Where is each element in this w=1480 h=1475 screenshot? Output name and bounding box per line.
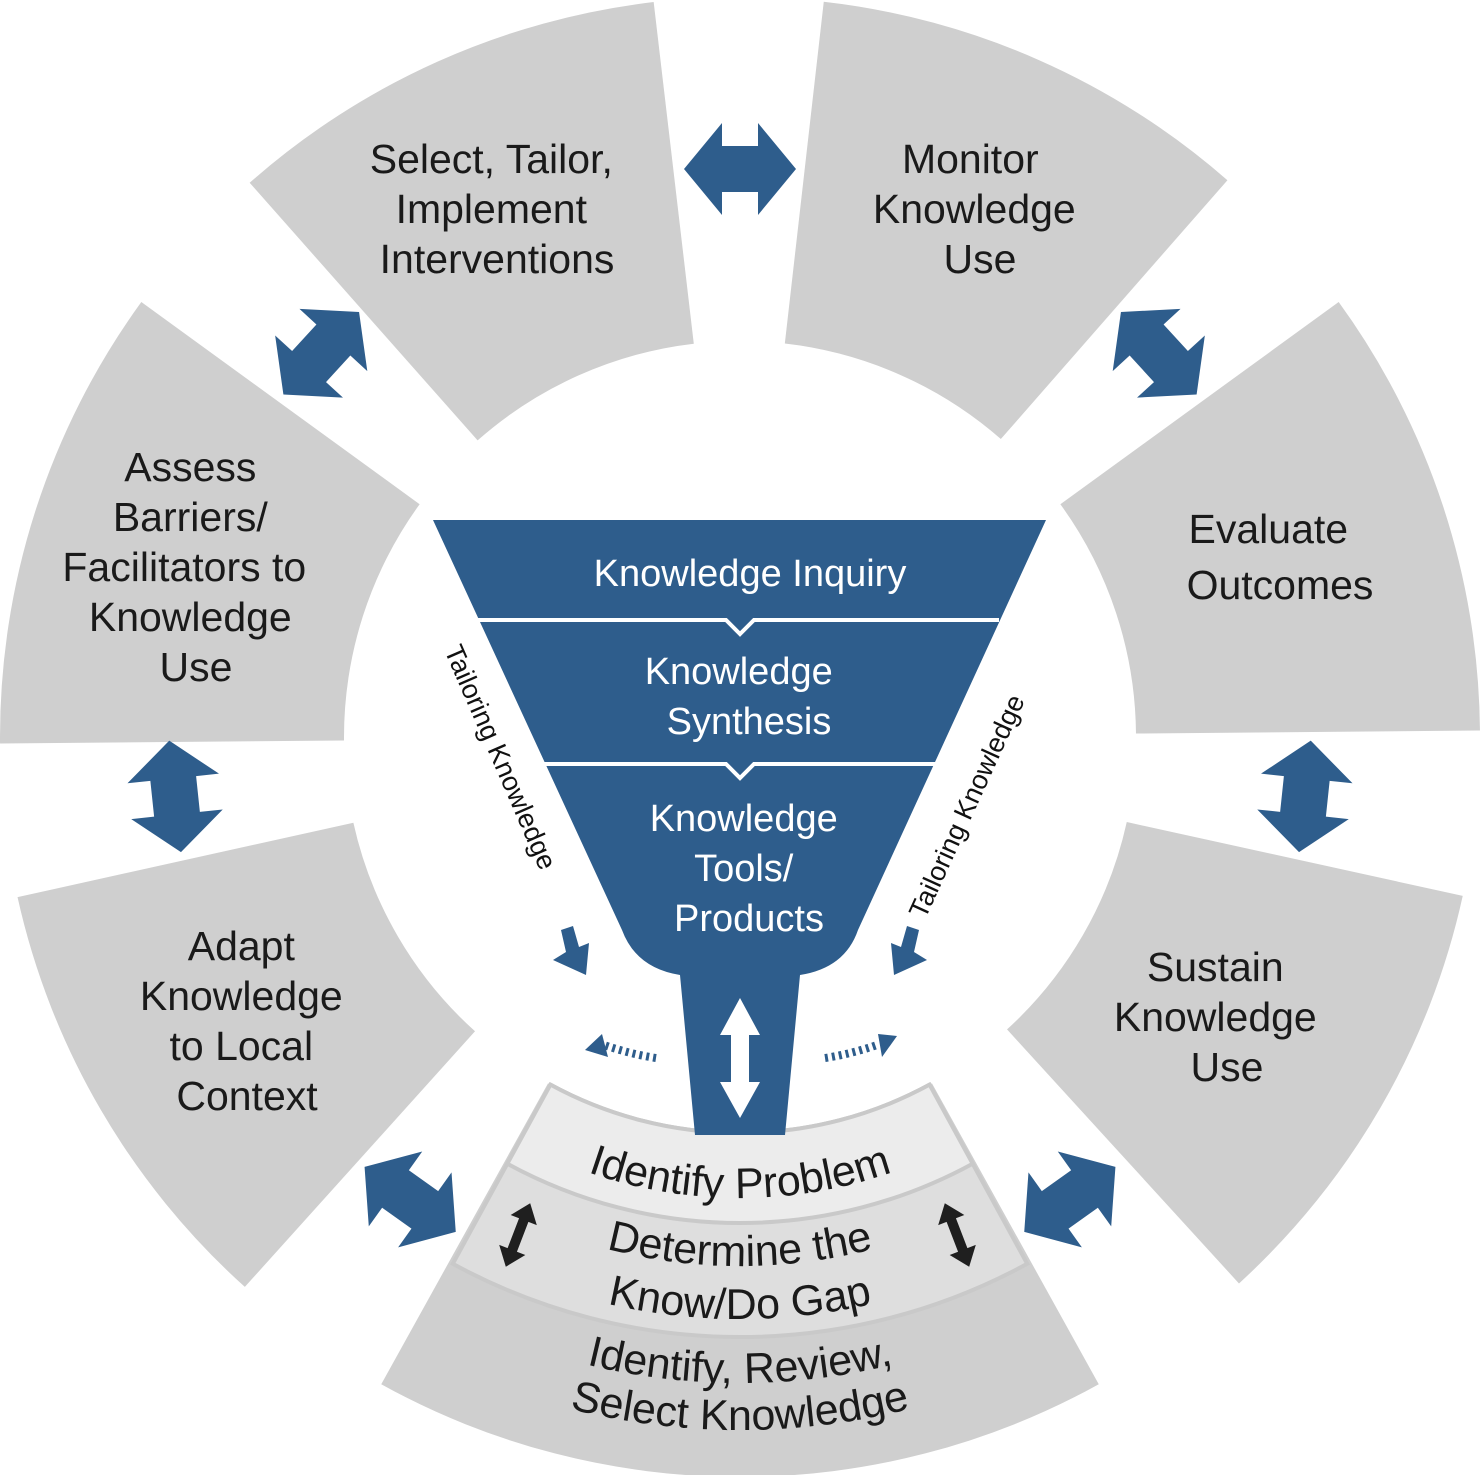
double-arrow-left-icon <box>127 740 223 853</box>
funnel-divider-2 <box>543 762 936 781</box>
cycle-segment-monitor <box>784 1 1228 440</box>
cycle-segment-assess <box>0 302 420 744</box>
arrow-down-right-icon <box>553 926 589 975</box>
label-adapt: Adapt Knowledge to Local Context <box>140 923 354 1119</box>
double-arrow-lower-right-icon <box>1024 1151 1116 1248</box>
cycle-segment-select-tailor-implement <box>249 2 694 441</box>
dotted-arrow-right-icon <box>824 1041 879 1062</box>
knowledge-creation-funnel <box>433 520 1046 1135</box>
funnel-divider-1 <box>478 618 999 637</box>
double-arrow-right-icon <box>1257 740 1353 853</box>
double-arrow-upper-left-icon <box>275 308 368 398</box>
label-monitor: Monitor Knowledge Use <box>873 136 1087 282</box>
band-identify-problem <box>504 1081 976 1225</box>
label-select-tailor: Select, Tailor, Implement Interventions <box>370 136 625 282</box>
dotted-arrow-left-head-icon <box>585 1034 608 1057</box>
label-sustain: Sustain Knowledge Use <box>1114 944 1328 1090</box>
cycle-segment-sustain <box>1007 822 1463 1284</box>
dotted-arrow-left-icon <box>602 1041 657 1062</box>
funnel-knowledge-inquiry: Knowledge Inquiry <box>594 553 907 595</box>
double-arrow-upper-right-icon <box>1112 308 1205 398</box>
funnel-knowledge-synthesis: Knowledge Synthesis <box>645 651 844 743</box>
label-evaluate: Evaluate Outcomes <box>1187 506 1374 608</box>
cycle-segment-adapt <box>17 822 476 1287</box>
funnel-knowledge-tools: Knowledge Tools/ Products <box>650 798 849 940</box>
small-double-arrow-left-icon <box>499 1203 537 1267</box>
double-arrow-top-icon <box>684 123 796 215</box>
arrow-down-left-icon <box>891 926 927 975</box>
double-arrow-icon <box>720 998 760 1118</box>
small-double-arrow-right-icon <box>938 1203 976 1267</box>
double-arrow-lower-left-icon <box>364 1151 456 1248</box>
cycle-segment-evaluate <box>1060 302 1480 734</box>
dotted-arrow-right-head-icon <box>878 1034 897 1057</box>
label-assess: Assess Barriers/ Facilitators to Knowled… <box>62 444 317 690</box>
